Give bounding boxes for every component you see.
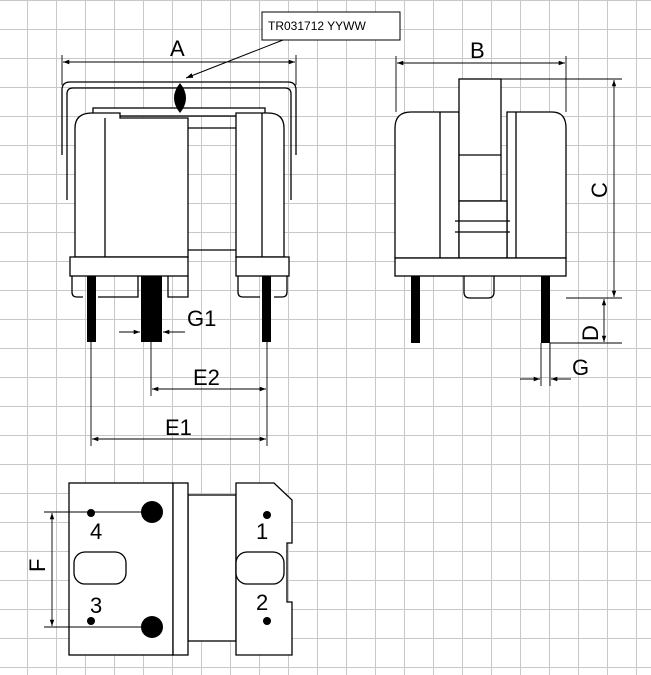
dim-G: G bbox=[520, 343, 589, 386]
dim-B: B bbox=[395, 38, 567, 112]
dim-E2-label: E2 bbox=[193, 365, 220, 390]
dim-C: C bbox=[501, 78, 622, 299]
dim-E2: E2 bbox=[150, 342, 268, 446]
marking-leader bbox=[185, 39, 284, 79]
bottom-pin-2 bbox=[263, 617, 271, 625]
pin-label-3: 3 bbox=[90, 593, 102, 618]
side-right-block bbox=[506, 111, 567, 259]
front-right-flange bbox=[235, 112, 285, 258]
dim-G-label: G bbox=[572, 355, 589, 380]
bottom-pin-3 bbox=[87, 617, 95, 625]
front-pin-center bbox=[141, 276, 162, 342]
bottom-left-flange bbox=[172, 482, 189, 656]
dim-A-label: A bbox=[170, 36, 185, 61]
dim-C-label: C bbox=[587, 182, 612, 198]
front-cover-outline bbox=[61, 81, 297, 155]
pin-label-4: 4 bbox=[90, 519, 102, 544]
dim-F-label: F bbox=[25, 559, 50, 572]
front-base-right bbox=[235, 256, 290, 277]
dim-E1-label: E1 bbox=[165, 415, 192, 440]
pin-label-1: 1 bbox=[256, 519, 268, 544]
side-pin-left bbox=[411, 276, 420, 343]
front-pin-right bbox=[262, 276, 271, 342]
dim-F: F bbox=[25, 511, 152, 628]
front-view bbox=[61, 81, 297, 342]
side-base bbox=[394, 257, 567, 277]
marking-label: TR031712 YYWW bbox=[268, 19, 366, 33]
side-view bbox=[394, 78, 567, 343]
bottom-middle-bar bbox=[187, 494, 237, 642]
bottom-right-slot bbox=[235, 551, 285, 585]
dim-E1: E1 bbox=[90, 342, 266, 446]
front-left-flange bbox=[74, 112, 189, 258]
marking-label-box bbox=[261, 11, 401, 41]
dim-B-label: B bbox=[470, 38, 485, 63]
dim-G1: G1 bbox=[119, 306, 216, 335]
marking-lens bbox=[174, 83, 186, 113]
dim-G1-label: G1 bbox=[187, 306, 216, 331]
dim-D: D bbox=[550, 299, 622, 344]
side-left-block bbox=[394, 111, 460, 259]
bottom-left-slot bbox=[73, 551, 127, 585]
bottom-pin-1 bbox=[263, 511, 271, 519]
dim-D-label: D bbox=[578, 325, 603, 341]
side-core-lower bbox=[458, 200, 508, 259]
side-core-upper bbox=[458, 78, 502, 202]
front-pin-left bbox=[87, 276, 96, 342]
bottom-pin-4 bbox=[87, 509, 95, 517]
dim-A: A bbox=[61, 36, 297, 85]
pin-label-2: 2 bbox=[256, 590, 268, 615]
bottom-view: 4 3 1 2 bbox=[68, 482, 293, 656]
front-base-left bbox=[69, 256, 189, 277]
side-pin-right bbox=[541, 276, 550, 343]
